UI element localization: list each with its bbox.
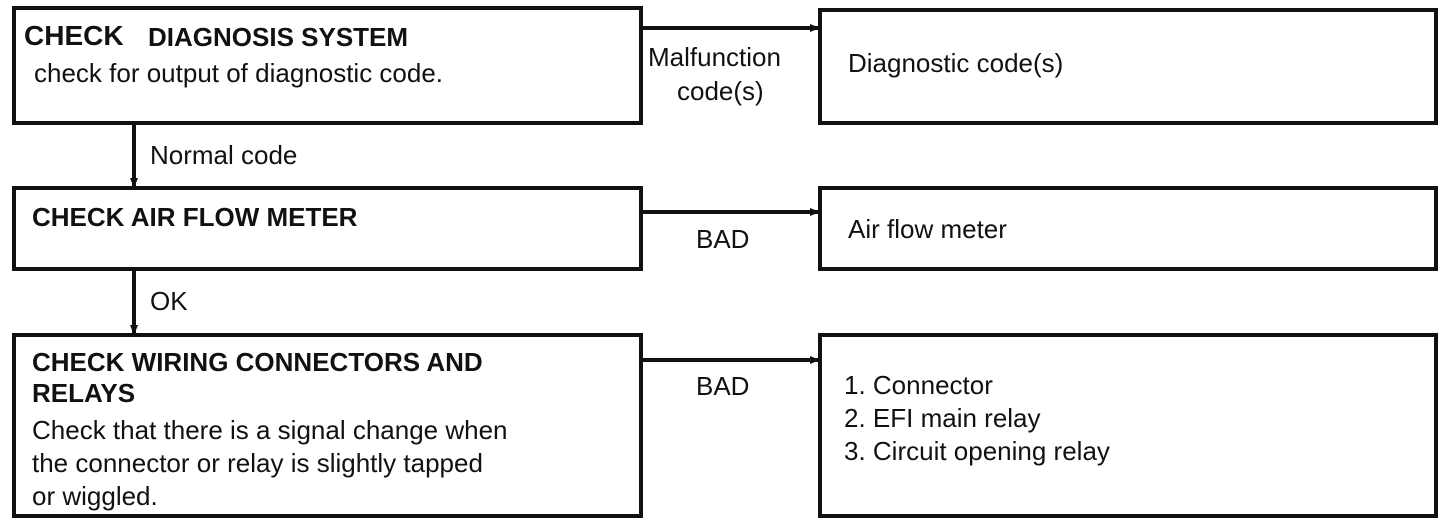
step1-title-check: CHECK bbox=[24, 20, 124, 51]
next-label-normal-code: Normal code bbox=[150, 140, 298, 170]
result3-line1: 1. Connector bbox=[844, 370, 993, 400]
step3-title-line2: RELAYS bbox=[32, 378, 136, 408]
step1-title-rest: DIAGNOSIS SYSTEM bbox=[148, 22, 409, 52]
branch-label-bad-2: BAD bbox=[696, 224, 750, 254]
step2-title: CHECK AIR FLOW METER bbox=[32, 202, 358, 232]
result2-line1: Air flow meter bbox=[848, 214, 1007, 244]
result-wiring-causes-box: 1. Connector 2. EFI main relay 3. Circui… bbox=[818, 333, 1438, 518]
step3-desc-line2: the connector or relay is slightly tappe… bbox=[32, 448, 483, 478]
branch-label-malfunction-line1: Malfunction bbox=[648, 42, 781, 72]
step3-title-line1: CHECK WIRING CONNECTORS AND bbox=[32, 347, 483, 377]
branch-label-bad-3: BAD bbox=[696, 371, 750, 401]
result-air-flow-meter-box: Air flow meter bbox=[818, 186, 1438, 271]
result3-line2: 2. EFI main relay bbox=[844, 403, 1041, 433]
step3-desc-line1: Check that there is a signal change when bbox=[32, 415, 508, 445]
step3-desc-line3: or wiggled. bbox=[32, 481, 158, 511]
next-label-ok: OK bbox=[150, 286, 188, 316]
result-diagnostic-codes-box: Diagnostic code(s) bbox=[818, 8, 1438, 125]
step-check-diagnosis-box: CHECK DIAGNOSIS SYSTEM check for output … bbox=[12, 6, 643, 125]
result3-line3: 3. Circuit opening relay bbox=[844, 436, 1110, 466]
step1-description: check for output of diagnostic code. bbox=[34, 58, 444, 88]
step-check-wiring-box: CHECK WIRING CONNECTORS AND RELAYS Check… bbox=[12, 333, 643, 518]
branch-label-malfunction-line2: code(s) bbox=[677, 76, 764, 106]
result1-line1: Diagnostic code(s) bbox=[848, 48, 1064, 78]
step-check-air-flow-meter-box: CHECK AIR FLOW METER bbox=[12, 186, 643, 271]
